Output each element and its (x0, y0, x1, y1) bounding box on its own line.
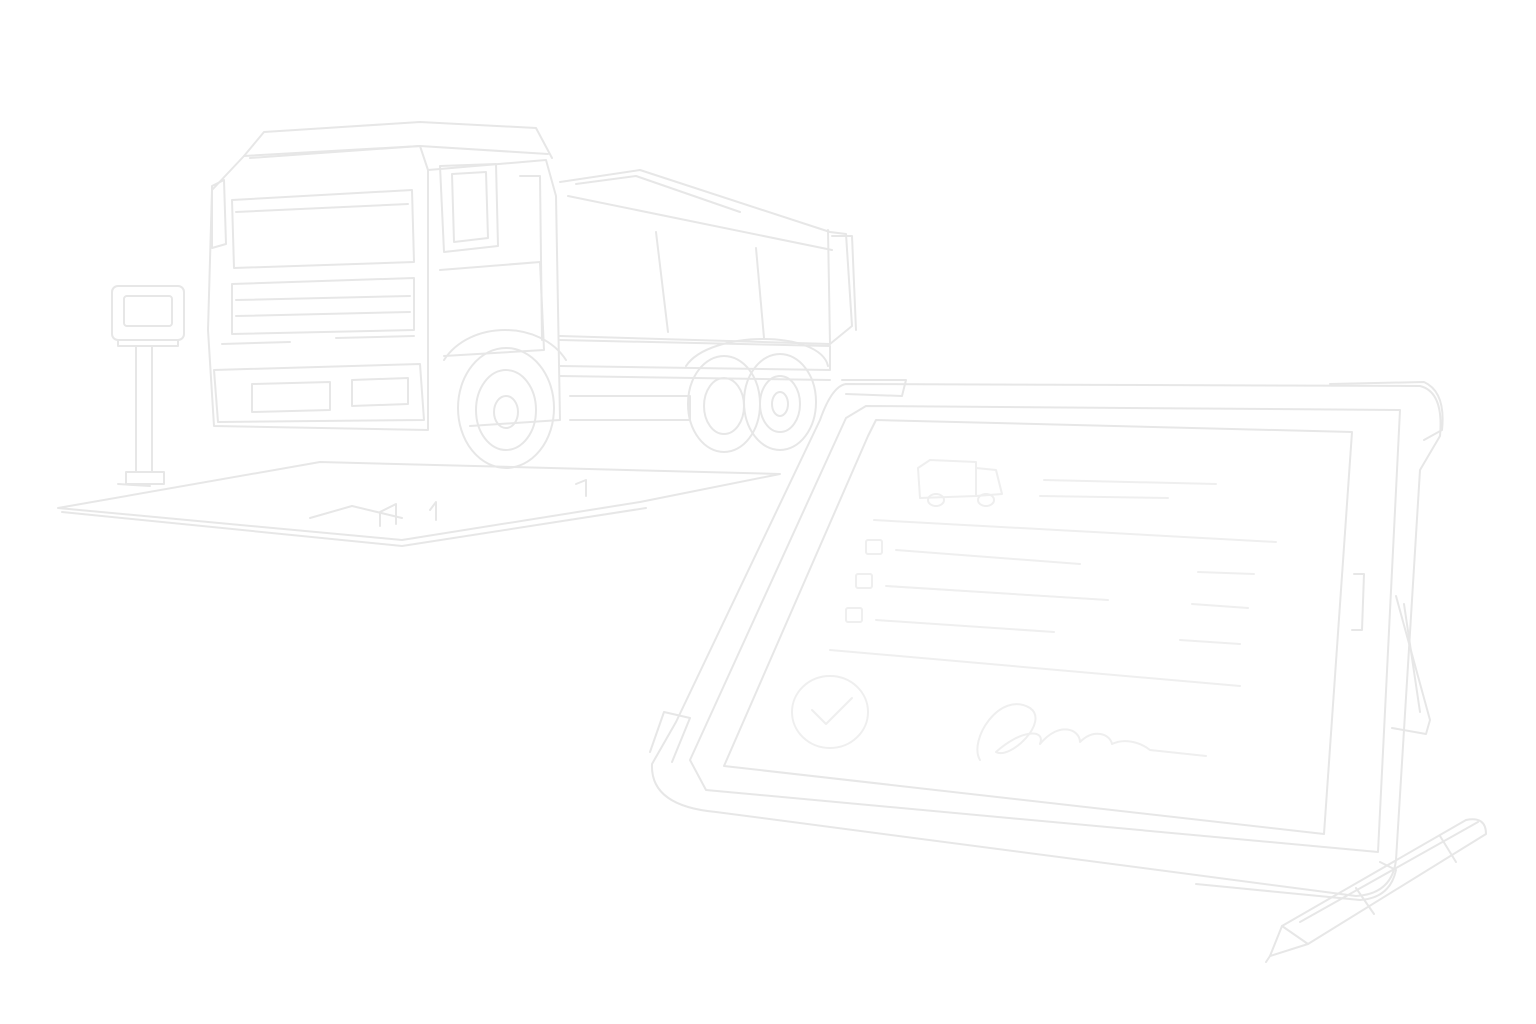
divider-line (829, 649, 1241, 687)
weighbridge-scale-platform (57, 461, 781, 547)
checklist-row (855, 573, 1249, 609)
signature-scribble (976, 703, 1207, 761)
header-subline (1039, 495, 1169, 499)
scale-indicator-display (111, 285, 185, 485)
checkbox-icon (865, 539, 883, 555)
header-line (1043, 479, 1217, 485)
stylus-pen (1265, 818, 1487, 963)
dump-truck (207, 121, 857, 469)
truck-icon (917, 459, 1003, 507)
rugged-tablet-with-checklist (649, 379, 1444, 901)
checkbox-icon (855, 573, 873, 589)
checklist-row (865, 539, 1255, 575)
tablet-checklist-content (791, 459, 1277, 761)
check-circle-icon (791, 675, 869, 749)
checklist-row (845, 607, 1241, 645)
divider-line (873, 519, 1277, 543)
checkbox-icon (845, 607, 863, 623)
